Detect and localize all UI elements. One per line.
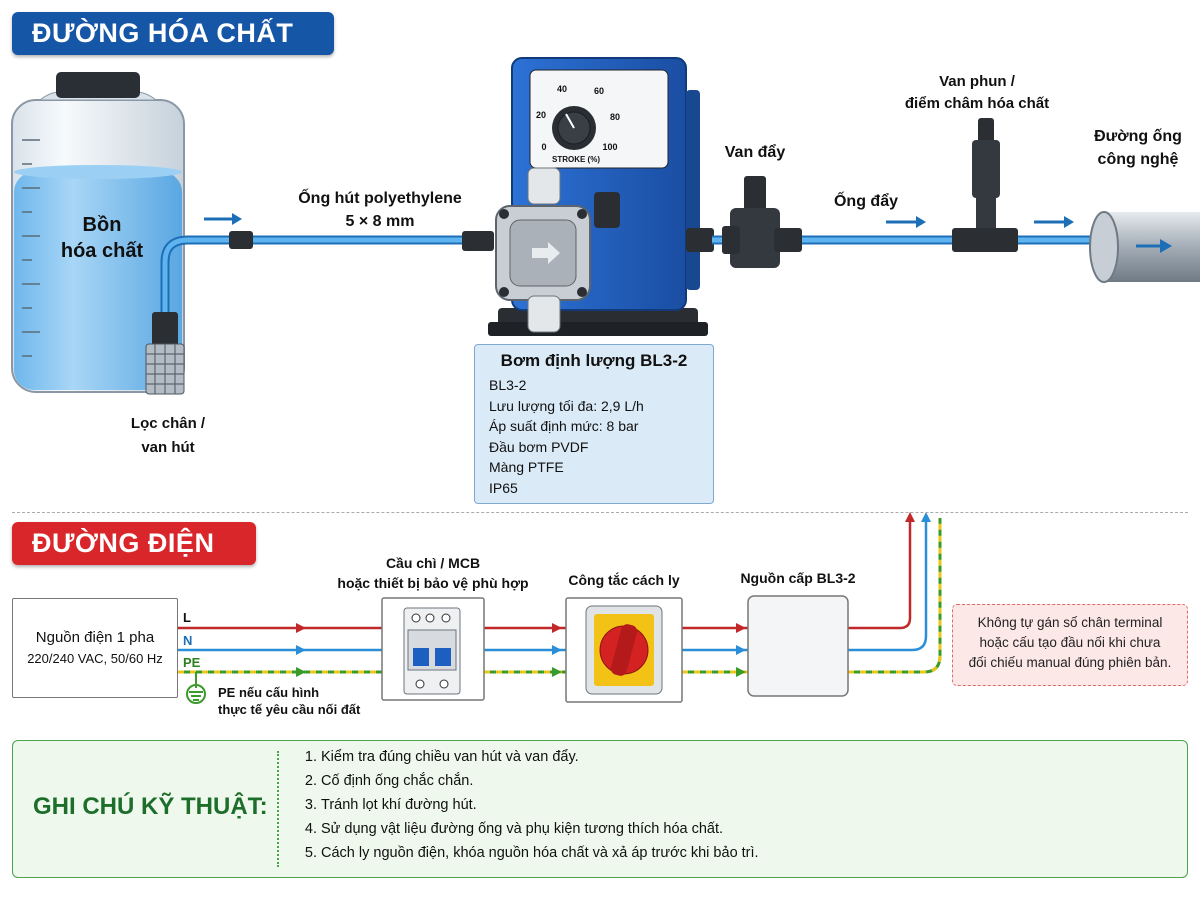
pump-info-line: Đầu bơm PVDF (489, 438, 589, 455)
warning-line: hoặc cấu tạo đầu nối khi chưa (979, 635, 1161, 650)
suction-tube-label: Ống hút polyethylene (298, 187, 462, 207)
chemical-tank (11, 72, 185, 393)
flow-arrow-icon (886, 216, 926, 228)
wire-PE-label: PE (183, 655, 201, 670)
pump-info-line: Lưu lượng tối đa: 2,9 L/h (489, 397, 644, 414)
suction-connector-icon (229, 231, 253, 249)
breaker-label: hoặc thiết bị bảo vệ phù hợp (337, 575, 528, 591)
dial-tick: 40 (557, 84, 567, 94)
discharge-valve-label: Van đẩy (725, 143, 786, 161)
foot-valve-icon (145, 312, 185, 395)
pump-info-line: Màng PTFE (489, 459, 564, 475)
suction-tube (160, 235, 475, 317)
power-source-box: Nguồn điện 1 pha 220/240 VAC, 50/60 Hz (12, 598, 178, 698)
breaker-label: Cầu chì / MCB (386, 555, 480, 571)
power-source-line2: 220/240 VAC, 50/60 Hz (27, 651, 163, 666)
warning-line: Không tự gán số chân terminal (977, 615, 1163, 630)
pump-info-line: Áp suất định mức: 8 bar (489, 418, 639, 434)
note-item: Cố định ống chắc chắn. (321, 769, 759, 793)
injection-valve-icon (952, 118, 1018, 252)
warning-line: đối chiếu manual đúng phiên bản. (968, 655, 1172, 670)
breaker-icon (381, 597, 485, 701)
note-item: Kiểm tra đúng chiều van hút và van đẩy. (321, 745, 759, 769)
process-pipe-icon (1089, 211, 1200, 283)
note-item: Cách ly nguồn điện, khóa nguồn hóa chất … (321, 841, 759, 865)
flow-arrow-icon (204, 213, 242, 225)
pe-note: PE nếu cấu hình thực tế yêu cầu nối đất (218, 684, 360, 718)
isolation-switch-icon (565, 597, 683, 703)
pump-info-box: Bơm định lượng BL3-2 BL3-2 Lưu lượng tối… (474, 344, 714, 504)
dial-tick: 20 (536, 110, 546, 120)
suction-tube-label: 5 × 8 mm (346, 213, 415, 230)
technical-notes-panel: GHI CHÚ KỸ THUẬT: Kiểm tra đúng chiều va… (12, 740, 1188, 878)
supply-label: Nguồn cấp BL3-2 (740, 570, 855, 586)
discharge-valve-icon (722, 176, 802, 268)
switch-label: Công tắc cách ly (568, 571, 679, 588)
pump-info-line: IP65 (489, 479, 518, 496)
foot-valve-label: van hút (141, 439, 194, 456)
process-pipe-label: công nghệ (1098, 151, 1179, 168)
tank-label: Bồn hóa chất (52, 212, 152, 264)
elec-section-title: ĐƯỜNG ĐIỆN (12, 522, 256, 565)
dial-tick: 100 (602, 142, 617, 152)
wire-N (178, 512, 931, 655)
wire-L (178, 512, 915, 633)
pe-note-line: thực tế yêu cầu nối đất (218, 702, 361, 717)
flow-arrow-icon (1034, 216, 1074, 228)
injection-valve-label: Van phun / (939, 73, 1016, 90)
foot-valve-label: Lọc chân / (131, 415, 206, 432)
tank-label-line: hóa chất (60, 240, 144, 262)
dial-tick: 0 (541, 142, 546, 152)
notes-title: GHI CHÚ KỸ THUẬT: (33, 793, 268, 820)
warning-note: Không tự gán số chân terminal hoặc cấu t… (952, 604, 1188, 686)
chem-section-title: ĐƯỜNG HÓA CHẤT (12, 12, 334, 55)
wire-L-label: L (183, 610, 191, 625)
pump-supply-box (747, 595, 849, 697)
pump-info-line: BL3-2 (489, 377, 527, 393)
ground-icon (186, 672, 206, 704)
process-pipe-label: Đường ống (1094, 128, 1182, 145)
injection-valve-label: điểm châm hóa chất (905, 95, 1049, 112)
dial-label: STROKE (%) (552, 155, 600, 164)
dial-tick: 80 (610, 112, 620, 122)
wire-PE (178, 518, 942, 677)
notes-list: Kiểm tra đúng chiều van hút và van đẩy. … (295, 745, 759, 865)
section-divider (12, 512, 1188, 513)
notes-divider (277, 751, 279, 867)
note-item: Tránh lọt khí đường hút. (321, 793, 759, 817)
pump-info-title: Bơm định lượng BL3-2 (500, 351, 688, 370)
pe-note-line: PE nếu cấu hình (218, 685, 320, 700)
wire-N-label: N (183, 633, 192, 648)
discharge-tube-label: Ống đẩy (834, 190, 898, 210)
power-source-line1: Nguồn điện 1 pha (35, 629, 155, 646)
note-item: Sử dụng vật liệu đường ống và phụ kiện t… (321, 817, 759, 841)
tank-label-line: Bồn (82, 214, 122, 236)
dosing-pump-icon (462, 57, 714, 336)
dial-tick: 60 (594, 86, 604, 96)
